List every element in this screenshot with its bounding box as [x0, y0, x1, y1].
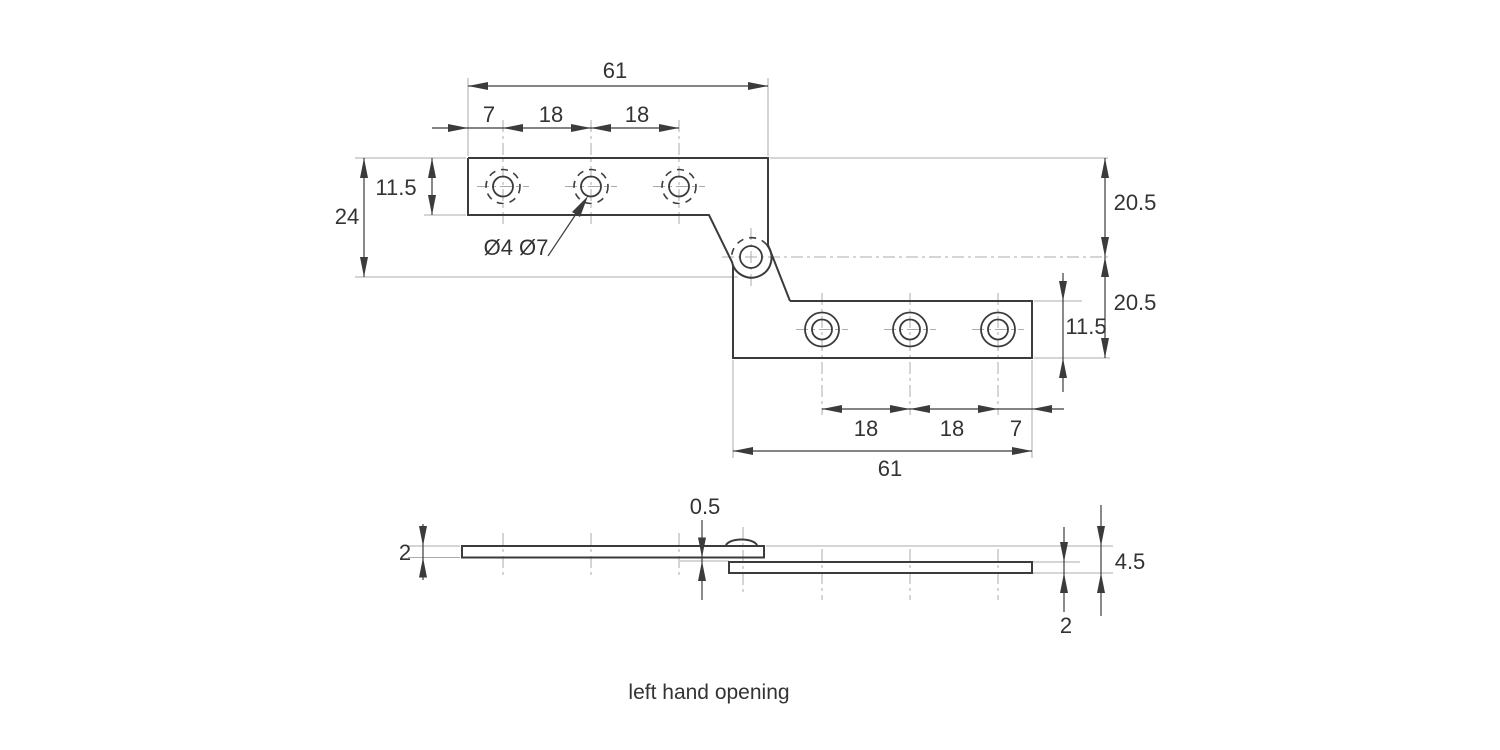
arrowhead [503, 124, 523, 132]
arrowhead [468, 82, 488, 90]
arrowhead [448, 124, 468, 132]
arrowhead [1101, 237, 1109, 257]
top-view-arrowheads [360, 82, 1109, 455]
leader-arrowhead [572, 196, 588, 217]
knuckle-hidden-arc [730, 236, 768, 263]
arrowhead [591, 124, 611, 132]
dim-label-leaf-width-upper: 11.5 [375, 175, 416, 200]
lower-leaf-section [728, 561, 1033, 574]
upper-leaf-section [461, 545, 765, 559]
dim-label-hole-pitch-bottom-b: 18 [940, 416, 964, 441]
lower-leaf-edge [732, 266, 1033, 359]
arrowhead [978, 405, 998, 413]
top-view-centerlines [477, 120, 1108, 415]
screw-hole [987, 318, 1009, 341]
dim-label-edge-to-hole-top: 7 [483, 102, 495, 127]
arrowhead [910, 405, 930, 413]
arrowhead [428, 158, 436, 178]
arrowhead [890, 405, 910, 413]
arrowhead [1059, 358, 1067, 378]
arrowhead [659, 124, 679, 132]
side-view-outline [461, 538, 1033, 574]
knuckle-bump [725, 538, 758, 547]
arrowhead [1012, 447, 1032, 455]
arrowhead [1032, 405, 1052, 413]
knuckle-outer-arc [731, 244, 773, 279]
side-view-construction-lines [408, 527, 1113, 600]
arrowhead [419, 557, 427, 578]
arrowhead [571, 124, 591, 132]
top-view-outline [467, 157, 1033, 359]
dim-label-overall-width-bottom: 61 [878, 456, 902, 481]
upper-leaf-edge [468, 157, 791, 302]
screw-hole [492, 175, 514, 198]
arrowhead [748, 82, 768, 90]
countersink-hidden [573, 168, 609, 205]
dim-label-hole-pitch-bottom-a: 18 [854, 416, 878, 441]
dim-label-hole-pitch-top-a: 18 [539, 102, 563, 127]
drawing-caption: left hand opening [628, 681, 789, 704]
dim-label-hole-pitch-top-b: 18 [625, 102, 649, 127]
side-view-dimensions: 2 0.5 2 4.5 [399, 494, 1145, 638]
hole-callout-leader [547, 213, 577, 257]
upper-leaf-edge [467, 158, 733, 263]
dim-label-thickness-right: 2 [1060, 613, 1072, 638]
top-view-dimension-labels: 61 7 18 18 24 11.5 Ø4 Ø7 20.5 20.5 11.5 … [335, 58, 1157, 481]
arrowhead [360, 257, 368, 277]
screw-hole [580, 175, 602, 198]
countersink-hidden [485, 168, 521, 205]
dim-label-leaf-width-lower: 11.5 [1065, 314, 1106, 339]
dim-label-overall-width-top: 61 [603, 58, 627, 83]
dim-label-leaf-offset-lower: 20.5 [1114, 290, 1157, 315]
arrowhead [1097, 526, 1105, 546]
screw-hole [811, 318, 833, 341]
arrowhead [1101, 158, 1109, 178]
top-view-extension-lines [355, 78, 1110, 458]
countersink [892, 311, 928, 348]
arrowhead [360, 158, 368, 178]
arrowhead [698, 561, 706, 581]
arrowhead [733, 447, 753, 455]
arrowhead [1101, 257, 1109, 277]
screw-hole [899, 318, 921, 341]
countersink [980, 311, 1016, 348]
dim-label-edge-to-hole-bottom: 7 [1010, 416, 1022, 441]
arrowhead [1097, 573, 1105, 593]
arrowhead [698, 537, 706, 558]
pivot-pin-hole [739, 245, 763, 269]
countersink-hidden [661, 168, 697, 205]
arrowhead [428, 195, 436, 215]
arrowhead [1060, 542, 1068, 562]
dim-label-pivot-clearance: 0.5 [690, 494, 721, 519]
countersink [804, 311, 840, 348]
arrowhead [1059, 281, 1067, 301]
arrowhead [822, 405, 842, 413]
hole-diameter-callout: Ø4 Ø7 [484, 235, 549, 260]
dim-label-thickness-left: 2 [399, 540, 411, 565]
arrowhead [419, 526, 427, 546]
arrowhead [1060, 573, 1068, 593]
dim-label-overall-thickness: 4.5 [1115, 549, 1146, 574]
screw-hole [668, 175, 690, 198]
dim-label-overall-depth: 24 [335, 204, 359, 229]
arrowhead [1101, 338, 1109, 358]
dim-label-leaf-offset-upper: 20.5 [1114, 190, 1157, 215]
